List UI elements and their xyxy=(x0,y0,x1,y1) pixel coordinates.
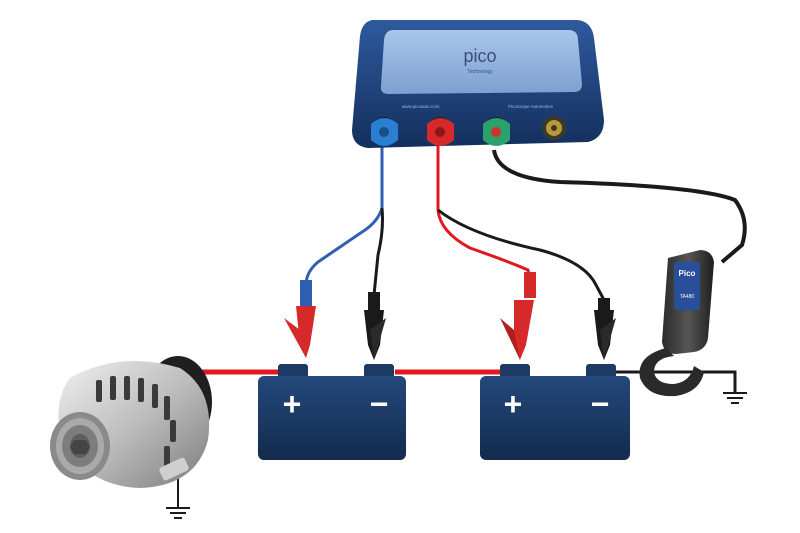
channel-a-connector[interactable] xyxy=(371,117,398,146)
channel-b-connector[interactable] xyxy=(427,117,454,146)
battery-right-positive-terminal: + xyxy=(504,386,523,422)
clamp-jaw xyxy=(639,348,704,397)
channel-c-connector[interactable] xyxy=(483,117,510,146)
channel-d-connector[interactable] xyxy=(542,116,566,140)
battery-left: + − xyxy=(258,364,406,460)
clamp-brand: Pico xyxy=(679,269,696,278)
scope-brand-logo: pico xyxy=(463,46,496,66)
channel-a-red-clip[interactable] xyxy=(284,280,316,358)
channel-b-negative-cable xyxy=(437,208,606,301)
scope-sub-brand: Technology xyxy=(467,69,493,75)
current-clamp-cable xyxy=(492,149,747,264)
scope-url: www.picoauto.com xyxy=(402,104,440,109)
clamp-label-panel xyxy=(674,262,700,310)
current-clamp[interactable]: Pico TA480 xyxy=(639,250,714,397)
picoscope-unit: pico Technology www.picoauto.com PicoSco… xyxy=(352,20,604,148)
scope-model: PicoScope Automotive xyxy=(508,104,554,109)
alternator xyxy=(50,356,212,488)
battery-left-negative-terminal: − xyxy=(370,386,389,422)
battery-left-positive-terminal: + xyxy=(283,386,302,422)
channel-b-black-clip[interactable] xyxy=(594,298,616,360)
scope-top-panel xyxy=(380,30,582,94)
channel-b-positive-cable xyxy=(436,145,532,281)
channel-a-positive-cable xyxy=(304,145,384,286)
ground-symbol-icon xyxy=(166,507,190,519)
channel-a-black-clip[interactable] xyxy=(364,292,386,360)
channel-a-negative-cable xyxy=(372,207,384,296)
clamp-model: TA480 xyxy=(680,294,695,300)
battery-right: + − xyxy=(480,364,630,460)
ground-symbol-icon xyxy=(723,392,747,404)
battery-right-negative-terminal: − xyxy=(591,386,610,422)
channel-b-red-clip[interactable] xyxy=(500,272,536,360)
